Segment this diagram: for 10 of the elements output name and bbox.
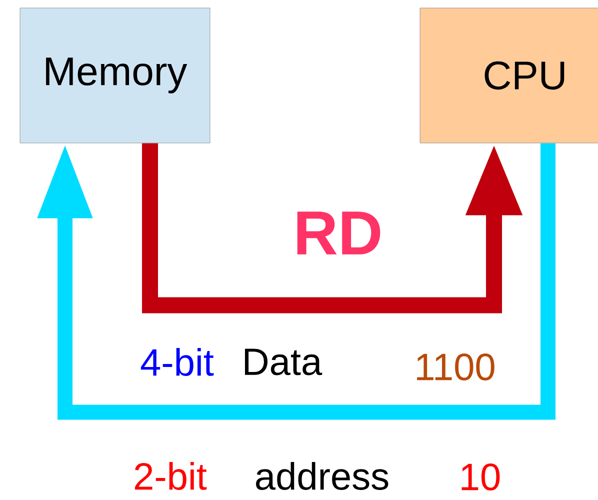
- bus-label: address: [256, 462, 388, 490]
- process-box: Memory: [20, 8, 210, 144]
- process-box: CPU: [420, 8, 598, 144]
- bus-label: 1100: [417, 354, 494, 380]
- bus-label: 4-bit: [140, 348, 214, 376]
- bus-label: 10: [462, 464, 500, 490]
- bus-label: 2-bit: [134, 462, 207, 490]
- signal-name: RD: [297, 212, 380, 254]
- bus-label: Data: [245, 348, 322, 376]
- arrow: [37, 143, 556, 420]
